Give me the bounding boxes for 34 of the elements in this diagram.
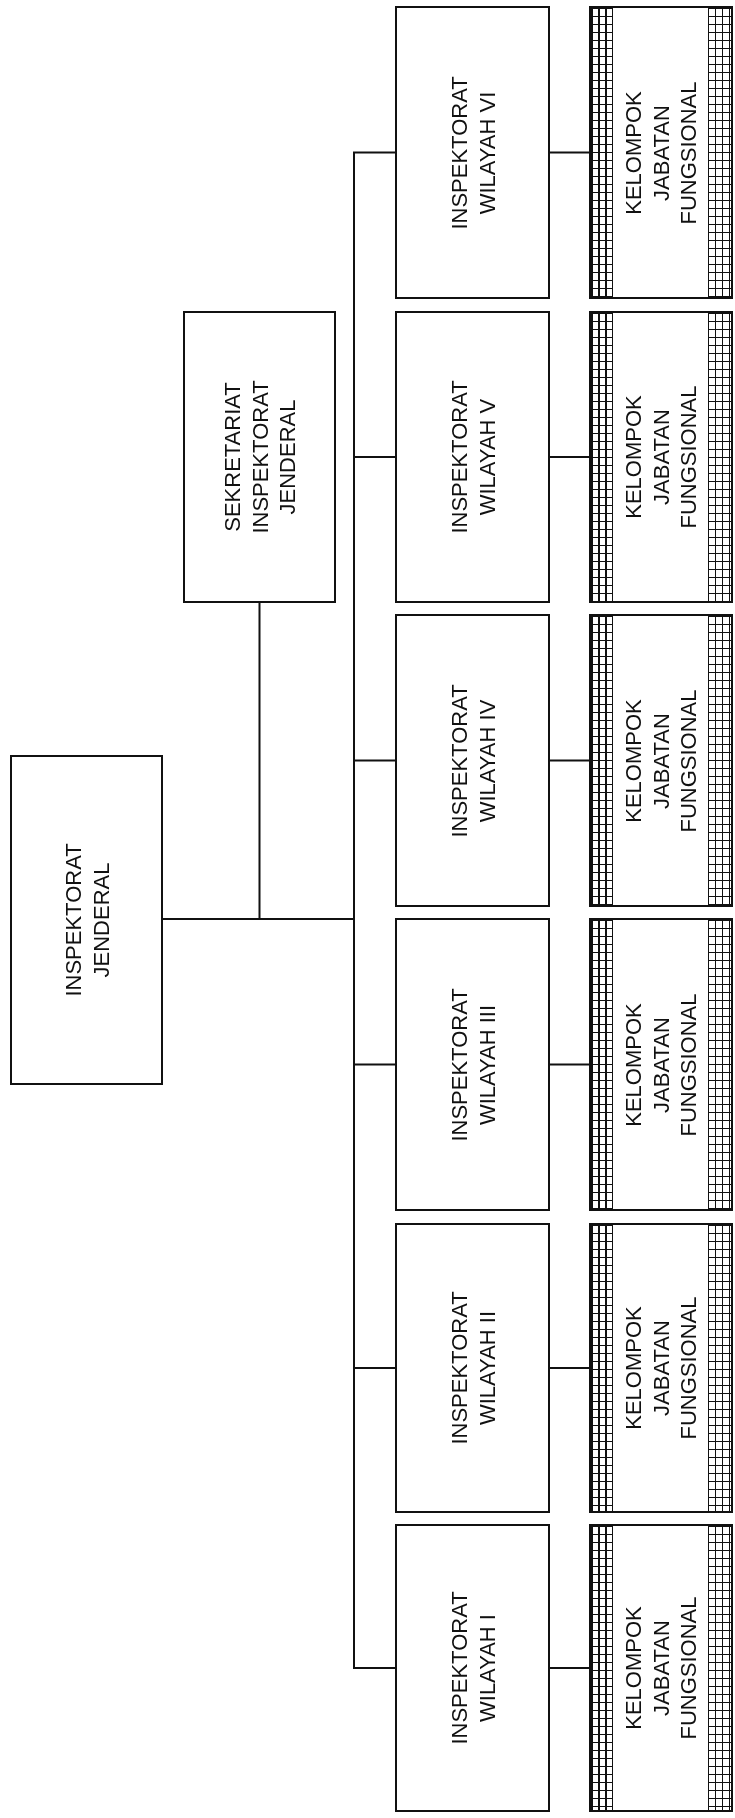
connector-line [549,151,590,154]
unit-label: INSPEKTORAT JENDERAL [59,842,114,999]
unit-label: INSPEKTORAT WILAYAH V [445,379,500,536]
unit-label: INSPEKTORAT WILAYAH II [445,1290,500,1447]
hatched-box [589,1524,733,1812]
unit-label: KELOMPOK JABATAN FUNGSIONAL [619,1295,702,1442]
hatched-box [589,6,733,299]
unit-label: INSPEKTORAT WILAYAH IV [445,682,500,840]
org-box [10,755,163,1085]
hatched-box [589,311,733,603]
org-box [395,6,550,299]
unit-label: INSPEKTORAT WILAYAH I [445,1590,500,1747]
connector-line [549,1667,590,1669]
connector-line [549,1063,590,1066]
hatched-box [589,918,733,1211]
org-box [183,311,336,603]
unit-label: KELOMPOK JABATAN FUNGSIONAL [619,80,702,226]
connector-line [549,456,590,458]
org-box [395,311,550,603]
org-box [395,1524,550,1812]
unit-label: KELOMPOK JABATAN FUNGSIONAL [619,1595,702,1742]
org-box [395,1223,550,1513]
hatched-box [589,1223,733,1513]
hatched-box [589,614,733,907]
unit-label: KELOMPOK JABATAN FUNGSIONAL [619,688,702,834]
connector-line [549,1367,590,1369]
org-box [395,918,550,1211]
unit-label: SEKRETARIAT INSPEKTORAT JENDERAL [218,379,301,536]
unit-label: KELOMPOK JABATAN FUNGSIONAL [619,384,702,531]
unit-label: INSPEKTORAT WILAYAH VI [445,74,500,232]
unit-label: INSPEKTORAT WILAYAH III [445,986,500,1144]
org-box [395,614,550,907]
unit-label: KELOMPOK JABATAN FUNGSIONAL [619,992,702,1138]
connector-line [549,759,590,762]
